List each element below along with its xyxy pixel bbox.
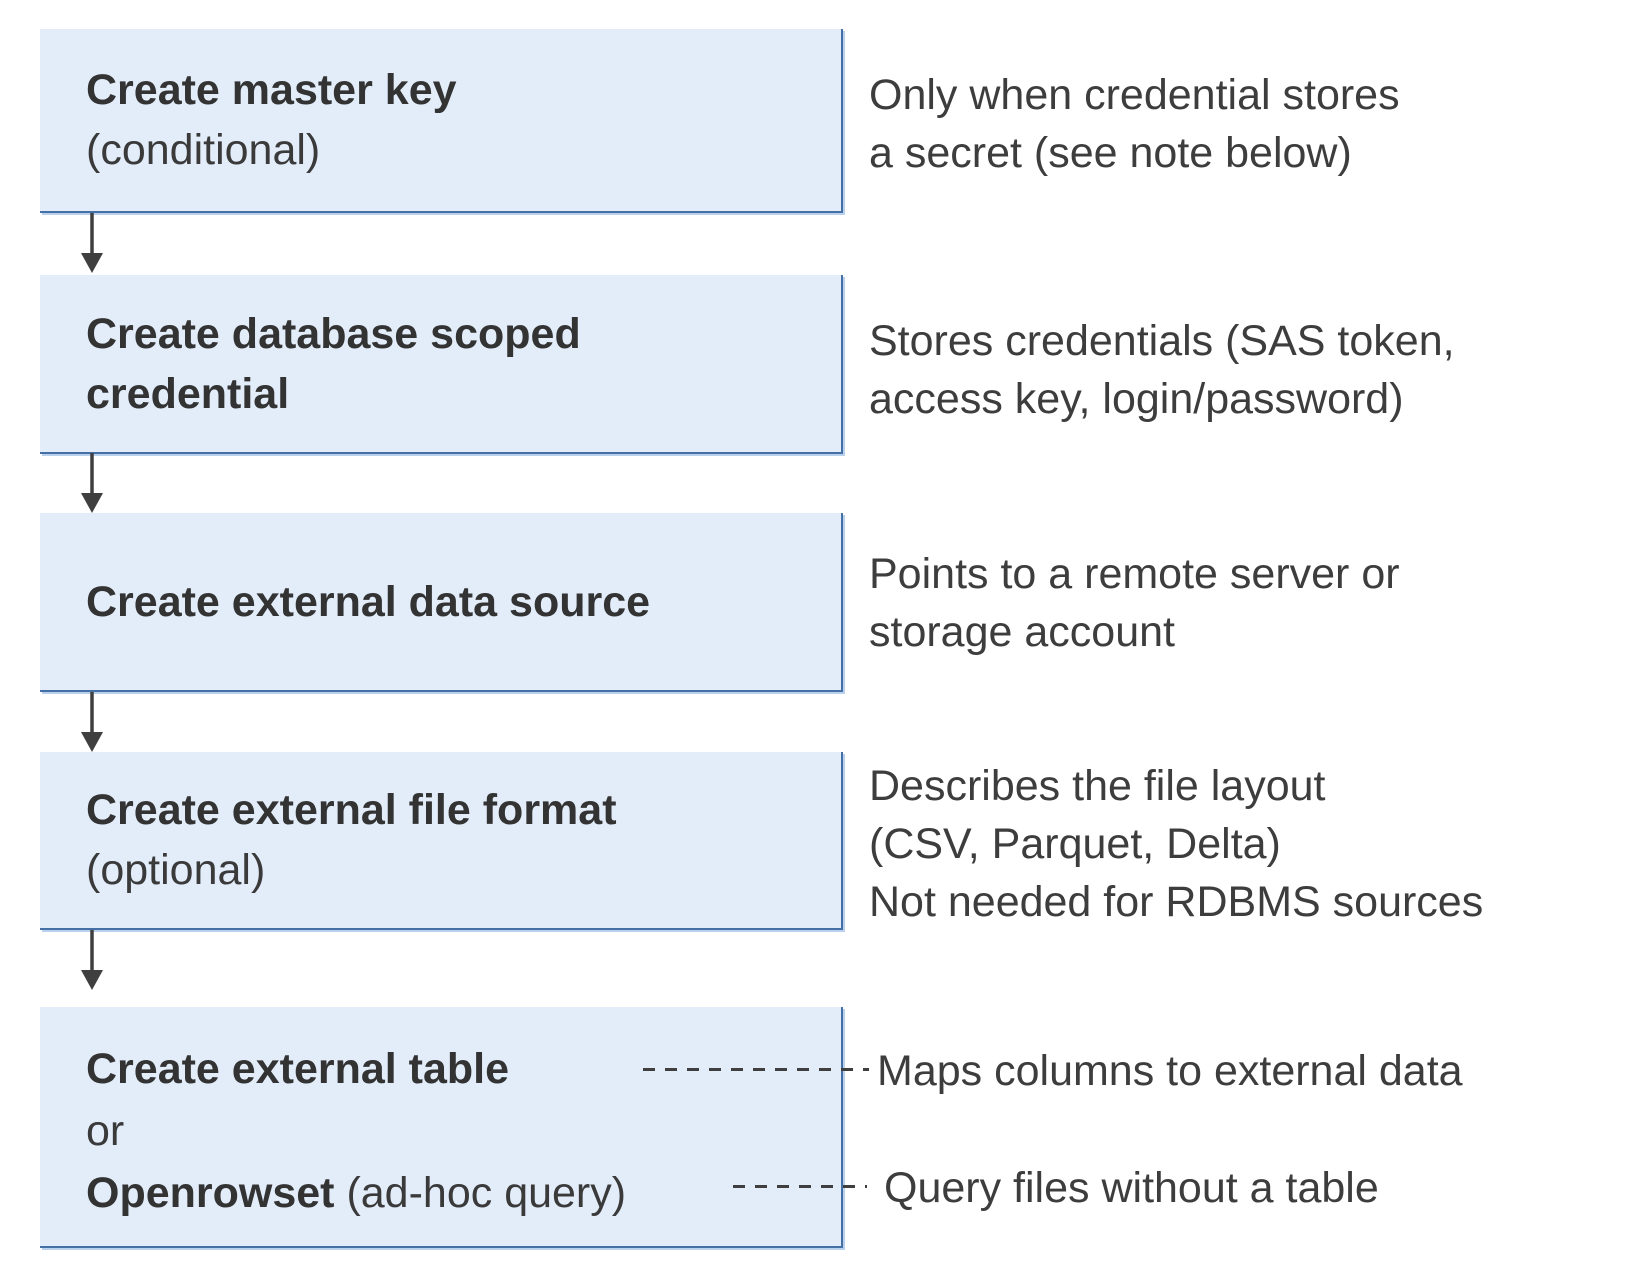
note-data-source: Points to a remote server or storage acc… (869, 550, 1400, 656)
note-external-table: Maps columns to external data (877, 1047, 1463, 1095)
openrowset-label: Openrowset (86, 1168, 335, 1217)
step-title: Create external table (86, 1044, 510, 1093)
flow-arrow-down-icon (81, 213, 103, 273)
openrowset-suffix: (ad-hoc query) (334, 1168, 627, 1217)
step-title: Create database scoped credential (86, 309, 581, 418)
step-box-external-file-format: Create external file format (optional) (40, 752, 843, 930)
dashed-connector-external-table (643, 1068, 869, 1071)
step-title: Create master key (86, 66, 457, 114)
note-file-format: Describes the file layout (CSV, Parquet,… (869, 762, 1484, 926)
note-credential: Stores credentials (SAS token, access ke… (869, 317, 1455, 423)
step-title: Create external data source (86, 577, 651, 626)
dashed-connector-openrowset (733, 1185, 867, 1188)
or-label: or (86, 1106, 125, 1155)
flow-arrow-down-icon (81, 930, 103, 990)
step-box-external-table-or-openrowset: Create external table or Openrowset (ad-… (40, 1007, 843, 1248)
step-box-external-data-source: Create external data source (40, 513, 843, 692)
flow-arrow-down-icon (81, 453, 103, 513)
step-title: Create external file format (86, 786, 617, 834)
step-subtitle: (conditional) (86, 126, 321, 174)
step-subtitle: (optional) (86, 846, 266, 894)
step-title-openrowset: Openrowset (ad-hoc query) (86, 1162, 811, 1224)
step-box-database-scoped-credential: Create database scoped credential (40, 275, 843, 454)
flow-arrow-down-icon (81, 692, 103, 752)
step-title-external-table: Create external table (86, 1038, 811, 1100)
step-box-create-master-key: Create master key (conditional) (40, 29, 843, 213)
note-master-key: Only when credential stores a secret (se… (869, 71, 1400, 177)
note-openrowset: Query files without a table (884, 1164, 1379, 1212)
